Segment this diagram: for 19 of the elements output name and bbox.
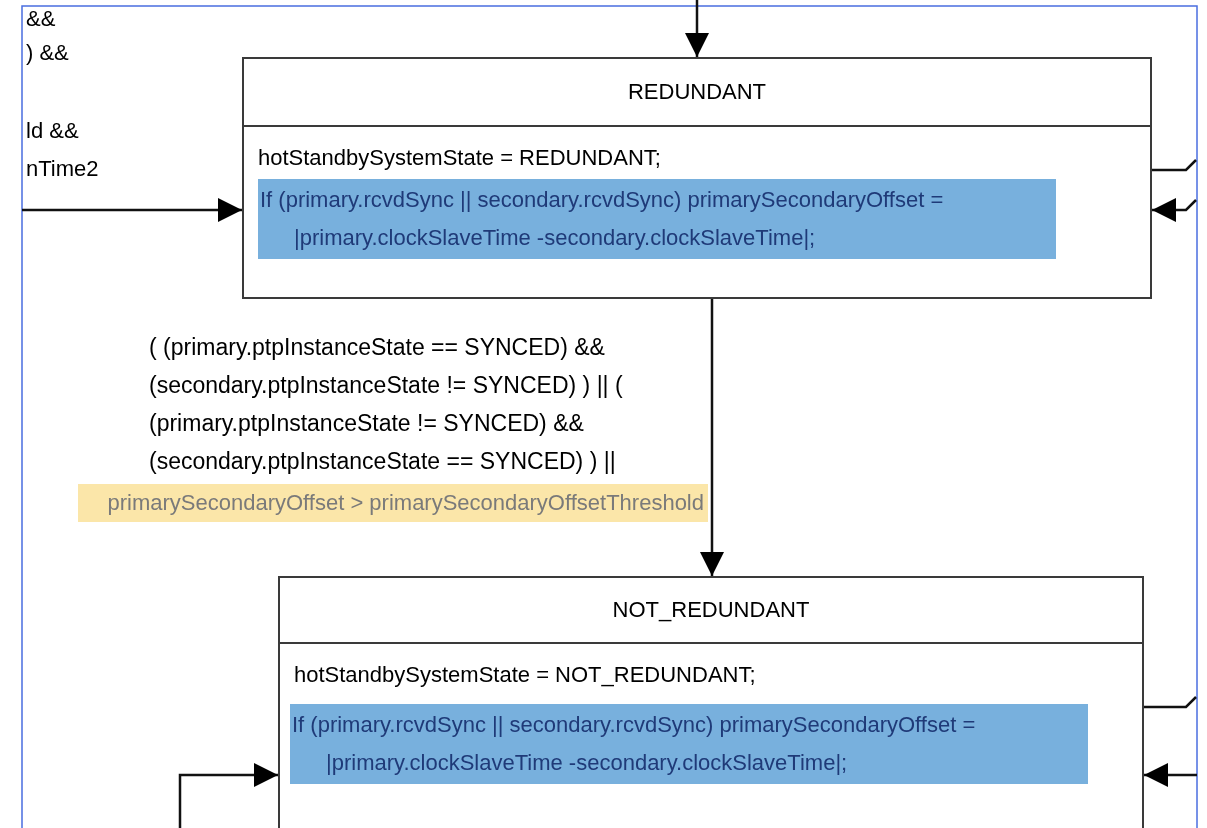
state-title: NOT_REDUNDANT	[280, 578, 1142, 644]
state-action: hotStandbySystemState = NOT_REDUNDANT;	[294, 661, 756, 689]
highlighted-code: If (primary.rcvdSync || secondary.rcvdSync) primarySecondaryOffset = |primary.clockSlaveTime -secondary.clockSlaveTime|;	[258, 179, 1056, 259]
condition-fragment: ld &&	[26, 117, 79, 145]
arrow	[1144, 763, 1197, 787]
arrow	[1152, 198, 1197, 222]
condition-fragment: nTime2	[26, 155, 99, 183]
state-box	[242, 57, 1152, 299]
highlighted-condition: primarySecondaryOffset > primarySecondaryOffsetThreshold	[78, 484, 708, 522]
arrow	[700, 299, 724, 576]
state-box	[278, 576, 1144, 828]
arrow	[22, 198, 242, 222]
state-title: REDUNDANT	[244, 59, 1150, 127]
arrow	[685, 0, 709, 57]
arrow	[178, 763, 278, 828]
highlighted-code: If (primary.rcvdSync || secondary.rcvdSync) primarySecondaryOffset = |primary.clockSlaveTime -secondary.clockSlaveTime|;	[290, 704, 1088, 784]
condition-fragment: &&	[26, 5, 56, 33]
state-action: hotStandbySystemState = REDUNDANT;	[258, 144, 661, 172]
condition-fragment: ) &&	[26, 39, 69, 67]
